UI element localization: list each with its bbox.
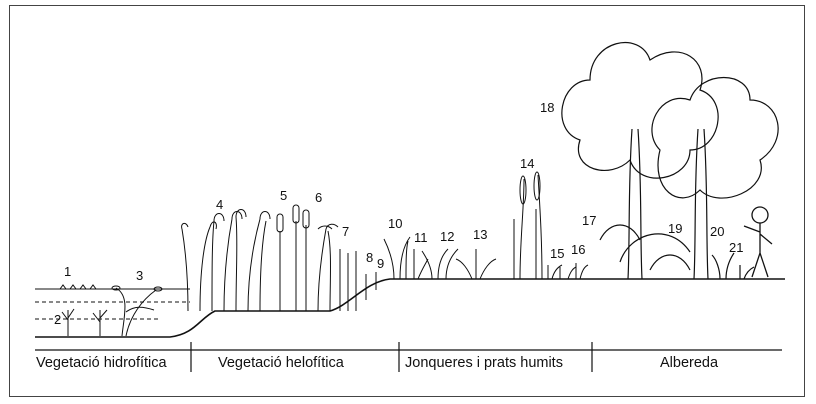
plant-trees — [562, 43, 778, 279]
marker-3: 3 — [136, 268, 143, 283]
plant-hydrophytes — [60, 285, 162, 336]
marker-11: 11 — [414, 230, 428, 245]
marker-5: 5 — [280, 188, 287, 203]
marker-4: 4 — [216, 197, 223, 212]
marker-8: 8 — [366, 250, 373, 265]
marker-6: 6 — [315, 190, 322, 205]
zone-label-poplar-grove: Albereda — [660, 355, 718, 371]
number-markers: 1 2 3 4 5 6 7 8 9 10 11 12 13 14 15 16 1… — [54, 100, 743, 327]
plant-reeds — [182, 205, 376, 311]
marker-13: 13 — [473, 227, 487, 242]
marker-10: 10 — [388, 216, 402, 231]
marker-18: 18 — [540, 100, 554, 115]
marker-1: 1 — [64, 264, 71, 279]
marker-2: 2 — [54, 312, 61, 327]
person-figure — [744, 207, 772, 277]
plant-rushes — [384, 172, 588, 279]
zone-label-helophytic: Vegetació helofítica — [218, 355, 344, 371]
marker-17: 17 — [582, 213, 596, 228]
marker-21: 21 — [729, 240, 743, 255]
marker-16: 16 — [571, 242, 585, 257]
marker-9: 9 — [377, 256, 384, 271]
zone-label-hydrophytic: Vegetació hidrofítica — [36, 355, 167, 371]
marker-12: 12 — [440, 229, 454, 244]
marker-19: 19 — [668, 221, 682, 236]
marker-7: 7 — [342, 224, 349, 239]
marker-20: 20 — [710, 224, 724, 239]
marker-14: 14 — [520, 156, 534, 171]
zone-label-rushes-meadows: Jonqueres i prats humits — [405, 355, 563, 371]
marker-15: 15 — [550, 246, 564, 261]
